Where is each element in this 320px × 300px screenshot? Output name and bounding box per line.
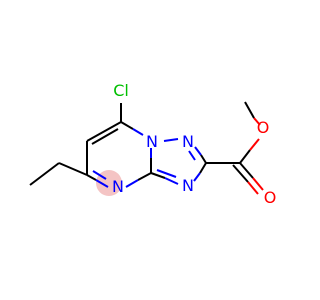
bond-c7-n1-b bbox=[132, 128, 144, 136]
bond-n2-c2 bbox=[194, 146, 202, 156]
bond-c5-ch2 bbox=[58, 162, 88, 176]
bond-carbonyl-o-double bbox=[239, 162, 254, 179]
bond-c5-n4-b bbox=[95, 179, 109, 188]
atom-n3-label: N bbox=[182, 176, 194, 195]
bond-c7-n1 bbox=[120, 121, 134, 130]
bond-c5-n4 bbox=[86, 174, 97, 181]
bond-c2-n3-b bbox=[193, 172, 201, 182]
bond-n1-n2 bbox=[163, 138, 179, 142]
bond-carbonyl-o-double-inner-b bbox=[247, 181, 259, 195]
bond-n3-c3a-b bbox=[150, 172, 166, 179]
bond-c5-n4-inner bbox=[92, 170, 107, 180]
bond-c2-n3 bbox=[199, 162, 207, 174]
bond-n2-c2-b bbox=[200, 154, 207, 164]
bond-c7-c6-inner bbox=[91, 128, 119, 145]
structure-canvas: Cl N N N N O O bbox=[29, 81, 277, 207]
bond-carbonyl-o-double-inner bbox=[232, 164, 249, 183]
atom-n4-label: N bbox=[112, 177, 124, 196]
bond-c7-c6 bbox=[86, 121, 122, 142]
bond-n3-c3a-inner bbox=[156, 169, 177, 178]
bond-n2-c2-inner bbox=[188, 150, 196, 161]
bond-n4-c3a-b bbox=[137, 172, 152, 181]
bond-n3-c3a bbox=[164, 177, 179, 185]
bond-carbonyl-o-single-b bbox=[249, 138, 260, 151]
atom-cl-label: Cl bbox=[113, 81, 129, 100]
structure-diagram: Cl N N N N O O bbox=[29, 81, 277, 207]
atom-n1-label: N bbox=[146, 132, 158, 151]
bond-carbonyl-o-double-b bbox=[252, 177, 264, 191]
bond-layer bbox=[29, 101, 264, 195]
atom-o-methoxy-label: O bbox=[257, 118, 270, 137]
bond-o-ch3 bbox=[253, 117, 261, 126]
atom-o-carbonyl-label: O bbox=[264, 188, 277, 207]
bond-o-ch3-b bbox=[244, 101, 255, 119]
bond-carbonyl-o-single bbox=[239, 149, 251, 164]
atom-n2-label: N bbox=[182, 132, 194, 151]
bond-n4-c3a bbox=[125, 179, 139, 188]
bond-ch2-ch3 bbox=[29, 162, 60, 186]
